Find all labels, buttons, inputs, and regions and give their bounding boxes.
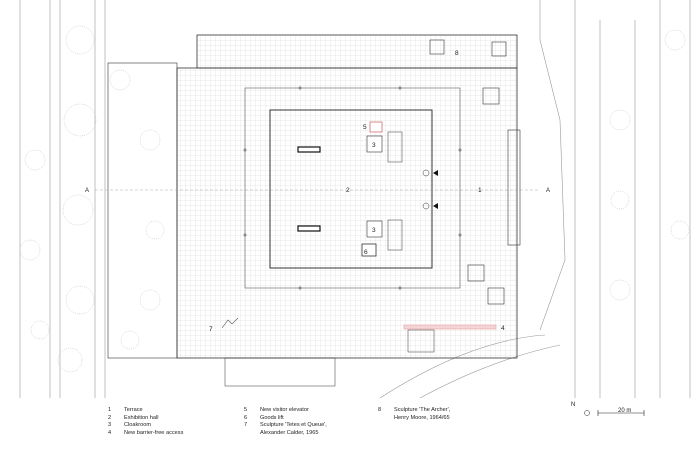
legend-number: 4 [108,429,112,436]
legend-number: 6 [244,414,248,421]
terrace-north [196,34,518,69]
room-number-hall: 2 [346,187,350,194]
trees [19,25,690,373]
site-context [19,0,691,398]
legend-column-2: 5 New visitor elevator 6 Goods lift 7 Sculptu… [244,407,327,437]
legend-number: 8 [378,407,382,413]
room-number-cloakroom-top: 3 [372,142,376,149]
legend-item: 3 Cloakroom [108,422,183,430]
skylights [429,39,507,305]
room-number-sculpture-moore: 8 [455,50,459,57]
legend-text: Henry Moore, 1964/65 [394,414,450,421]
room-number-sculpture-calder: 7 [209,326,213,333]
floor-plan: A A 1 2 3 3 4 5 6 7 8 [19,0,691,398]
legend-item: 6 Goods lift [244,415,327,423]
legend-item: 2 Exhibition hall [108,415,183,423]
north-label: N [571,402,576,408]
scale-label: 20 m [618,408,632,414]
terrace [176,67,518,359]
legend-column-1: 1 Terrace 2 Exhibition hall 3 Cloakroom 4 New b… [108,407,183,437]
legend-number: 1 [108,407,112,413]
south-steps [407,329,435,353]
hall-outer [244,87,461,289]
legend-text: Cloakroom [124,422,152,429]
legend-text: Goods lift [260,414,284,421]
north-arrow-icon [584,410,590,416]
entrance-arrow-bottom [433,203,438,209]
legend-number [378,415,394,423]
cloakroom-top [366,135,383,153]
legend-item: 7 Sculpture 'Tetes et Queue', [244,422,327,430]
room-number-cloakroom-bottom: 3 [372,227,376,234]
stair-top [387,131,403,163]
goods-lift [361,243,377,257]
garden [107,62,178,359]
room-number-barrier-free: 4 [501,325,505,332]
legend-text: Alexander Calder, 1965 [260,429,319,436]
sculpture-calder-icon [221,317,239,329]
east-steps [507,129,521,246]
legend-number: 5 [244,407,248,413]
cloakroom-bottom [366,220,383,238]
exhibition-hall [269,109,433,269]
south-entrance [224,357,336,387]
legend-number: 3 [108,422,112,429]
columns [243,86,462,290]
legend-number: 2 [108,414,112,421]
legend-text: Sculpture 'The Archer', [394,407,451,413]
section-marker-west: A [85,188,89,194]
display-wall-top [297,146,321,153]
legend-text: Terrace [124,407,143,413]
legend-item: 4 New barrier-free access [108,430,183,438]
legend-column-3: 8 Sculpture 'The Archer',Henry Moore, 196… [378,407,450,422]
room-number-goods-lift: 6 [364,249,368,256]
legend-item: 8 Sculpture 'The Archer', [378,407,450,415]
legend-text: New barrier-free access [124,429,184,436]
visitor-elevator [369,121,383,133]
display-wall-bottom [297,225,321,232]
room-number-terrace: 1 [478,187,482,194]
legend-item: 1 Terrace [108,407,183,415]
entrance-arrow-top [433,170,438,176]
legend-text: Sculpture 'Tetes et Queue', [260,422,327,429]
room-number-elevator: 5 [363,124,367,131]
legend-text: Exhibition hall [124,414,159,421]
legend-item: Henry Moore, 1964/65 [378,415,450,423]
barrier-free-ramp [403,324,497,330]
legend-item: 5 New visitor elevator [244,407,327,415]
section-marker-east: A [546,188,550,194]
legend-number: 7 [244,422,248,429]
scale-bar [584,410,645,416]
legend-number [244,430,260,438]
legend-item: Alexander Calder, 1965 [244,430,327,438]
legend-text: New visitor elevator [260,407,309,413]
stair-bottom [387,219,403,251]
